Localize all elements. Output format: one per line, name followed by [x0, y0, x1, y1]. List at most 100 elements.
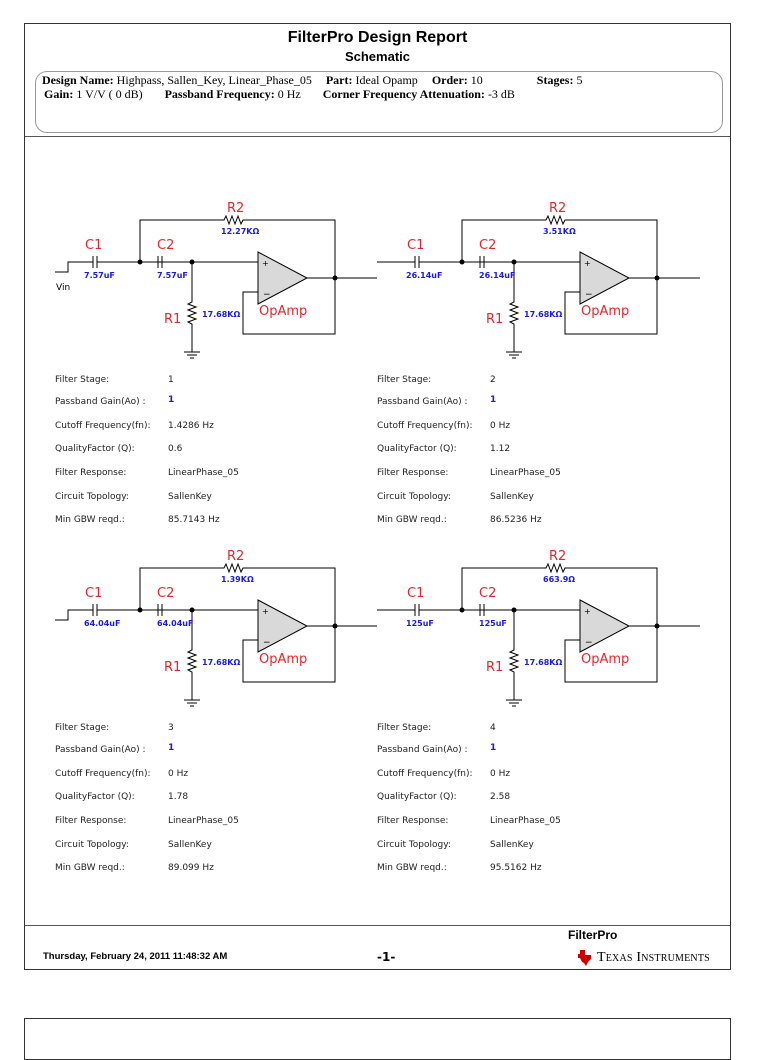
order: 10	[470, 73, 483, 87]
minus-sign: −	[585, 290, 593, 300]
c2-label: C2	[157, 586, 174, 601]
param-value: 1.12	[490, 444, 510, 454]
param-value: 4	[490, 723, 496, 733]
r2-label: R2	[549, 201, 566, 216]
opamp-label: OpAmp	[581, 304, 629, 319]
order-label: Order:	[431, 73, 468, 87]
param-value: SallenKey	[168, 840, 212, 850]
c2-value: 26.14uF	[479, 271, 515, 280]
feedback-wire	[564, 626, 658, 683]
r1-label: R1	[486, 660, 503, 675]
part: Ideal Opamp	[355, 73, 418, 87]
capacitor-c2-symbol	[479, 604, 485, 616]
junction-node	[511, 607, 517, 613]
footer-date: Thursday, February 24, 2011 11:48:32 AM	[43, 951, 228, 962]
capacitor-c1-symbol	[414, 256, 420, 268]
r2-feedback	[139, 214, 336, 278]
c1-label: C1	[85, 586, 102, 601]
param-label: Cutoff Frequency(fn):	[377, 421, 473, 431]
param-label: Min GBW reqd.:	[55, 515, 125, 525]
param-value: 1	[490, 743, 496, 753]
param-value: 2	[490, 375, 496, 385]
param-label: Passband Gain(Ao) :	[377, 397, 468, 407]
r1-value: 17.68KΩ	[202, 310, 241, 319]
c2-label: C2	[479, 586, 496, 601]
plus-sign: +	[262, 259, 269, 268]
feedback-wire	[242, 278, 336, 335]
param-value: SallenKey	[168, 492, 212, 502]
design-name: Highpass, Sallen_Key, Linear_Phase_05	[116, 73, 312, 87]
page-title: FilterPro Design Report	[287, 29, 468, 46]
capacitor-c1-symbol	[92, 256, 98, 268]
param-label: Filter Stage:	[55, 375, 109, 385]
c1-value: 26.14uF	[406, 271, 442, 280]
c2-value: 125uF	[479, 619, 507, 628]
resistor-r1	[186, 262, 198, 352]
param-value: SallenKey	[490, 840, 534, 850]
input-wire	[55, 609, 93, 621]
r2-feedback	[461, 562, 658, 626]
plus-sign: +	[584, 259, 591, 268]
resistor-r1	[508, 262, 520, 352]
ti-logo: Texas Instruments	[577, 949, 710, 967]
stages: 5	[576, 73, 583, 87]
gain: 1 V/V ( 0 dB)	[76, 87, 143, 101]
junction-node	[654, 623, 660, 629]
c1-value: 125uF	[406, 619, 434, 628]
part-label: Part:	[325, 73, 353, 87]
opamp-label: OpAmp	[259, 304, 307, 319]
ground-icon	[184, 351, 200, 359]
minus-sign: −	[263, 638, 271, 648]
param-label: Filter Stage:	[55, 723, 109, 733]
header-divider	[25, 136, 730, 137]
junction-node	[459, 259, 465, 265]
param-label: QualityFactor (Q):	[377, 792, 457, 802]
r1-label: R1	[164, 312, 181, 327]
c1-label: C1	[407, 238, 424, 253]
param-label: Cutoff Frequency(fn):	[55, 769, 151, 779]
param-label: Cutoff Frequency(fn):	[55, 421, 151, 431]
plus-sign: +	[584, 607, 591, 616]
minus-sign: −	[585, 638, 593, 648]
c2-label: C2	[157, 238, 174, 253]
footer-divider	[25, 925, 730, 926]
capacitor-c1-symbol	[414, 604, 420, 616]
param-label: Filter Stage:	[377, 375, 431, 385]
next-page-edge	[24, 1018, 731, 1060]
param-value: LinearPhase_05	[168, 816, 239, 826]
param-value: LinearPhase_05	[490, 816, 561, 826]
r2-value: 663.9Ω	[543, 575, 575, 584]
c2-value: 7.57uF	[157, 271, 188, 280]
attenuation-label: Corner Frequency Attenuation:	[322, 87, 485, 101]
param-label: Filter Response:	[55, 468, 126, 478]
r2-feedback	[461, 214, 658, 278]
param-value: 85.7143 Hz	[168, 515, 220, 525]
param-value: 1	[490, 395, 496, 405]
r2-value: 3.51KΩ	[543, 227, 576, 236]
param-value: 0 Hz	[490, 421, 510, 431]
texas-state-icon	[578, 950, 591, 966]
r2-value: 12.27KΩ	[221, 227, 260, 236]
param-value: LinearPhase_05	[168, 468, 239, 478]
summary-row-2: Gain: 1 V/V ( 0 dB) Passband Frequency: …	[44, 87, 716, 101]
param-label: Passband Gain(Ao) :	[377, 745, 468, 755]
param-value: 0.6	[168, 444, 183, 454]
brand-name: Texas Instruments	[597, 950, 710, 965]
opamp-symbol	[257, 251, 309, 305]
param-value: SallenKey	[490, 492, 534, 502]
stages-label: Stages:	[536, 73, 574, 87]
capacitor-c2-symbol	[157, 604, 163, 616]
r1-value: 17.68KΩ	[524, 310, 563, 319]
junction-node	[189, 607, 195, 613]
param-value: 1	[168, 395, 174, 405]
c1-label: C1	[407, 586, 424, 601]
opamp-label: OpAmp	[259, 652, 307, 667]
r2-label: R2	[227, 201, 244, 216]
design-summary: Design Name: Highpass, Sallen_Key, Linea…	[35, 71, 723, 133]
plus-sign: +	[262, 607, 269, 616]
param-label: Circuit Topology:	[55, 492, 129, 502]
opamp-symbol	[257, 599, 309, 653]
